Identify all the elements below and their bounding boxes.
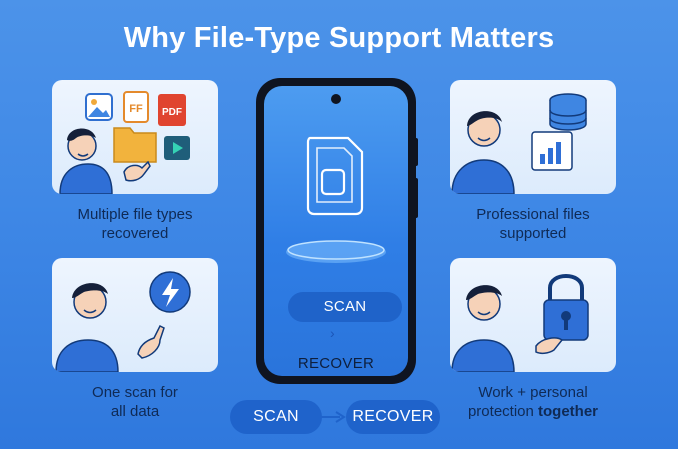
caption-line: all data	[110, 403, 160, 420]
person-illustration	[451, 285, 564, 372]
video-icon	[164, 136, 190, 160]
phone-scan-button[interactable]: SCAN	[288, 292, 402, 322]
caption-line: One scan for	[92, 384, 178, 401]
card-multiple-file-types: FF PDF	[52, 80, 218, 194]
work-personal-illustration	[451, 274, 589, 372]
caption-line: Work + personal	[478, 384, 588, 401]
card-professional-files	[450, 80, 616, 194]
phone-screen: SCAN › RECOVER	[264, 86, 408, 376]
image-icon	[85, 93, 113, 121]
caption-emphasis: together	[538, 403, 599, 420]
bar-chart-icon	[531, 131, 573, 171]
ff-tile-label: FF	[129, 103, 143, 115]
chevron-right-icon: ›	[330, 325, 335, 341]
caption-line: protection together	[450, 402, 616, 421]
caption-one-scan: One scan for all data	[52, 383, 218, 421]
bottom-scan-button[interactable]: SCAN	[230, 400, 322, 434]
pdf-icon: PDF	[158, 94, 186, 126]
phone-recover-label: RECOVER	[297, 355, 375, 372]
caption-professional-files: Professional files supported	[450, 205, 616, 243]
multiple-file-types-illustration: FF PDF	[59, 91, 190, 194]
scan-platform	[286, 240, 386, 263]
card-work-personal	[450, 258, 616, 372]
database-icon	[549, 93, 587, 131]
phone-camera-notch	[331, 94, 341, 104]
padlock-icon	[543, 274, 589, 341]
bottom-recover-button[interactable]: RECOVER	[346, 400, 440, 434]
folder-icon	[113, 127, 157, 163]
lightning-icon	[149, 271, 191, 313]
caption-text: protection	[467, 403, 539, 420]
person-illustration	[55, 283, 165, 372]
phone-side-button	[414, 138, 418, 166]
caption-line: Multiple file types	[77, 206, 193, 223]
person-illustration	[59, 128, 151, 194]
caption-multiple-file-types: Multiple file types recovered	[52, 205, 218, 243]
card-one-scan	[52, 258, 218, 372]
person-illustration	[451, 111, 515, 194]
phone-side-button	[414, 178, 418, 218]
font-file-icon: FF	[123, 91, 149, 123]
pdf-tile-label: PDF	[162, 107, 182, 118]
arrow-right-icon	[320, 411, 346, 423]
sim-card-illustration	[286, 136, 386, 263]
caption-line: Professional files	[476, 206, 590, 223]
one-scan-illustration	[55, 271, 191, 372]
caption-line: supported	[499, 225, 567, 242]
sim-card-icon	[306, 136, 364, 216]
page-title: Why File-Type Support Matters	[123, 22, 555, 54]
professional-files-illustration	[451, 93, 587, 194]
caption-line: recovered	[101, 225, 169, 242]
caption-work-personal: Work + personal protection together	[450, 383, 616, 421]
phone-mockup: SCAN › RECOVER	[256, 78, 418, 384]
